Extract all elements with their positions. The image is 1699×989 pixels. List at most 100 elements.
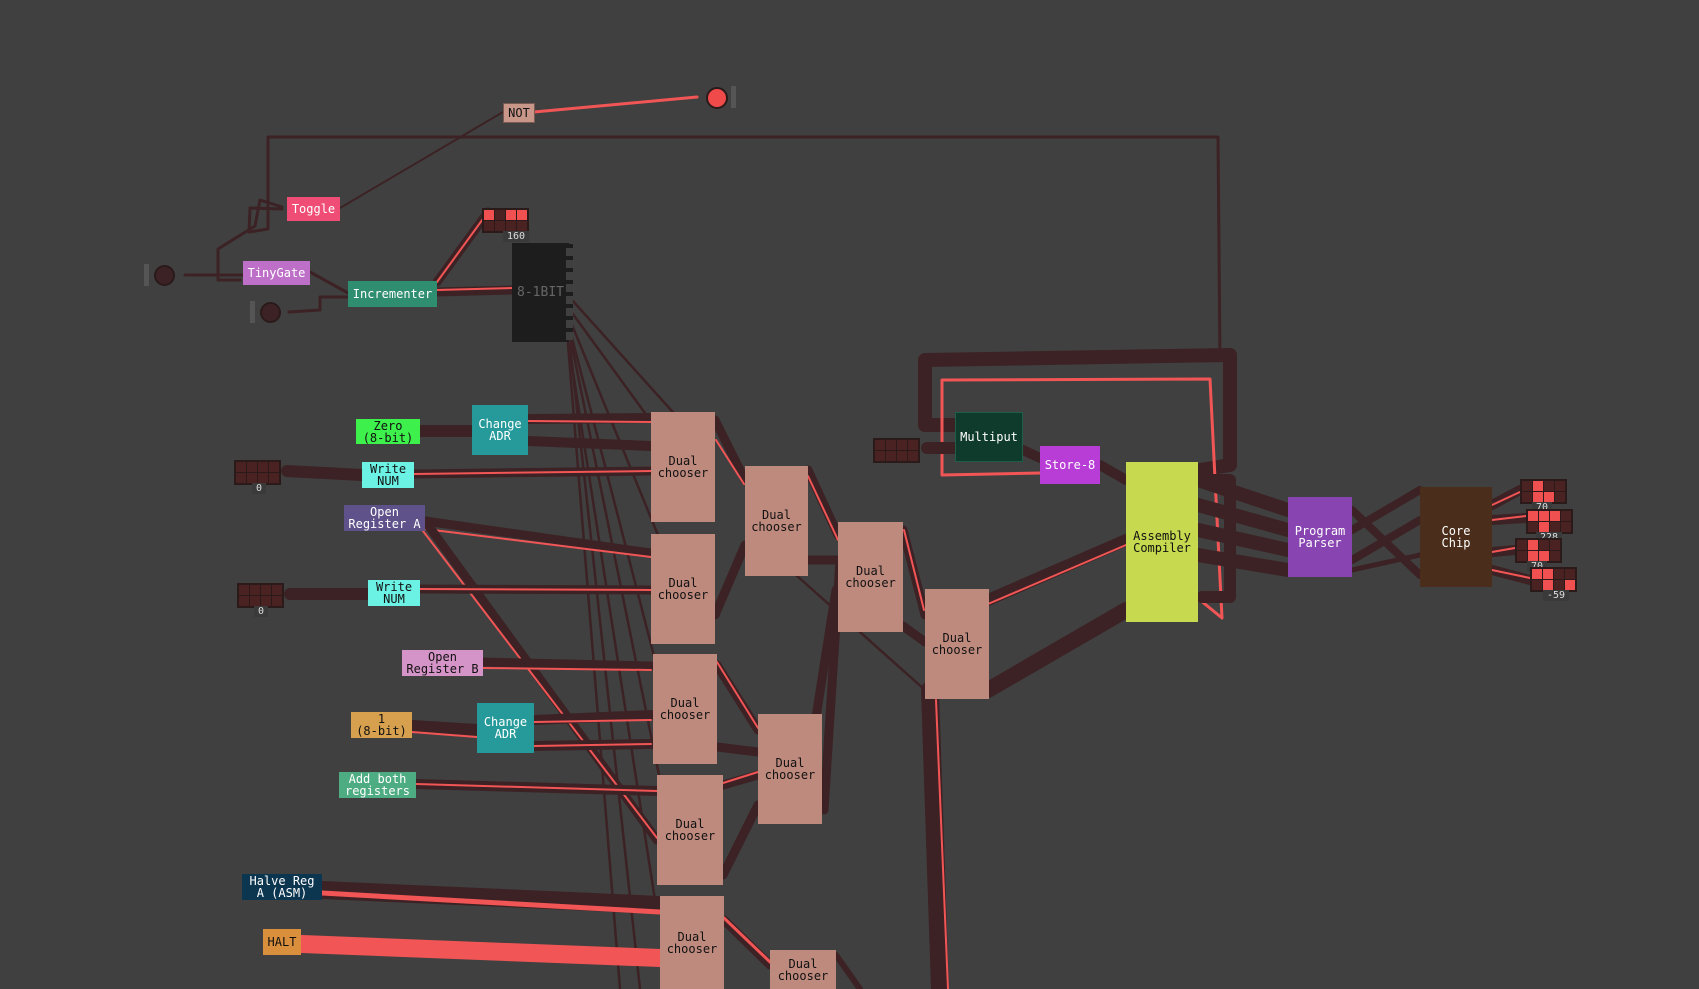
chip-incrementer[interactable]: Incrementer: [348, 281, 437, 307]
chip-multiput[interactable]: Multiput: [955, 412, 1023, 462]
wire-dc8-dc10b[interactable]: [898, 621, 930, 647]
wire-dc11-out[interactable]: [833, 952, 863, 989]
wire-changeadr2-dc3[interactable]: [529, 710, 656, 725]
wire-asm-multiput-loop-on[interactable]: [940, 377, 1224, 620]
wire-dc6-dc10[interactable]: [794, 573, 927, 692]
chip-assembly-compiler[interactable]: Assembly Compiler: [1126, 462, 1198, 622]
chip-dual-chooser-1[interactable]: Dual chooser: [651, 412, 715, 522]
wire-parser-core-2[interactable]: [1348, 486, 1424, 534]
chip-open-register-a[interactable]: Open Register A: [344, 505, 425, 531]
input-pin-incrementer[interactable]: [260, 302, 281, 323]
display-cell: [886, 440, 896, 450]
wire-8bit-fan-4[interactable]: [568, 334, 662, 782]
wire-asm-multiput-loop[interactable]: [918, 348, 1237, 477]
wire-changeadr1-dc1[interactable]: [523, 413, 656, 424]
wire-store-asm[interactable]: [1095, 460, 1131, 485]
display-cell: [1539, 522, 1549, 532]
chip-change-adr-2[interactable]: Change ADR: [477, 703, 534, 753]
chip-toggle[interactable]: Toggle: [287, 197, 340, 221]
wire-toggle-tiny[interactable]: [216, 198, 284, 282]
wire-regb-dc3[interactable]: [478, 657, 656, 671]
wire-not-out[interactable]: [532, 95, 699, 114]
wire-halve-dc5[interactable]: [313, 881, 669, 914]
wire-dc10-asm-b[interactable]: [980, 602, 1134, 698]
wire-rega-dc2[interactable]: [420, 516, 656, 558]
wire-incin[interactable]: [287, 295, 350, 314]
wire-dc10-asm[interactable]: [982, 534, 1132, 606]
chip-dual-chooser-7[interactable]: Dual chooser: [838, 522, 903, 632]
display-cell: [1554, 580, 1564, 590]
chip-core-chip[interactable]: Core Chip: [1420, 487, 1492, 587]
display-write-num-1[interactable]: [234, 460, 281, 485]
wire-dc9-dc8b[interactable]: [809, 585, 841, 735]
wire-asm-parser-3[interactable]: [1191, 523, 1295, 557]
wire-dc5-dc11[interactable]: [719, 915, 775, 970]
display-cell: [1528, 540, 1538, 550]
chip-add-both-registers[interactable]: Add both registers: [339, 772, 416, 798]
wire-dc6-dc8[interactable]: [803, 465, 843, 540]
display-cell: [908, 451, 918, 461]
display-cell: [1539, 540, 1549, 550]
chip-one-8bit[interactable]: 1 (8-bit): [351, 712, 412, 738]
wire-changeadr1-dc1b[interactable]: [523, 436, 656, 451]
wire-8bit-fan-3[interactable]: [568, 328, 657, 662]
wire-one-changeadr2[interactable]: [406, 720, 483, 736]
wire-loop-top[interactable]: [247, 135, 1222, 362]
display-cell: [517, 210, 527, 220]
display-cell: [250, 596, 260, 606]
wire-dc2-dc6[interactable]: [710, 540, 750, 620]
chip-dual-chooser-6[interactable]: Dual chooser: [745, 466, 808, 576]
chip-dual-chooser-3[interactable]: Dual chooser: [653, 654, 717, 764]
input-pin-tinygate[interactable]: [154, 265, 175, 286]
chip-dual-chooser-4[interactable]: Dual chooser: [657, 775, 723, 885]
display-cell: [875, 451, 885, 461]
chip-store-8[interactable]: Store-8: [1040, 446, 1100, 484]
display-cell: [1550, 540, 1560, 550]
display-cell: [1565, 580, 1575, 590]
chip-dual-chooser-9[interactable]: Dual chooser: [925, 589, 989, 699]
display-cell: [897, 440, 907, 450]
wire-parser-core-4[interactable]: [1349, 552, 1423, 573]
wire-display0-writenum[interactable]: [281, 465, 368, 481]
output-pin-not[interactable]: [706, 87, 728, 109]
display-cell: [1554, 569, 1564, 579]
chip-open-register-b[interactable]: Open Register B: [402, 650, 483, 676]
wire-dc1-dc6[interactable]: [710, 415, 750, 485]
display-cell: [1561, 522, 1571, 532]
wire-asm-parser-1[interactable]: [1191, 473, 1295, 517]
chip-8-1bit[interactable]: 8-1BIT: [512, 243, 569, 342]
wire-asm-parser-4[interactable]: [1191, 548, 1295, 577]
wire-toggle-not[interactable]: [339, 111, 504, 209]
chip-dual-chooser-5[interactable]: Dual chooser: [660, 896, 724, 989]
wire-asm-parser-2[interactable]: [1191, 498, 1295, 537]
wire-8bit-fan-5[interactable]: [566, 338, 657, 902]
chip-change-adr-1[interactable]: Change ADR: [472, 405, 528, 455]
chip-dual-chooser-10[interactable]: Dual chooser: [770, 950, 836, 989]
chip-tinygate[interactable]: TinyGate: [243, 261, 310, 285]
wire-8bit-fan-1[interactable]: [568, 308, 652, 422]
wire-dc4-dc9b[interactable]: [718, 800, 763, 880]
wire-dc10-down[interactable]: [921, 681, 949, 989]
chip-not[interactable]: NOT: [503, 103, 535, 123]
chip-dual-chooser-8[interactable]: Dual chooser: [758, 714, 822, 824]
chip-zero-8bit[interactable]: Zero (8-bit): [356, 419, 420, 444]
wire-inc-8bit[interactable]: [432, 285, 517, 297]
wire-dc4-dc9[interactable]: [718, 770, 763, 790]
chip-program-parser[interactable]: Program Parser: [1288, 497, 1352, 577]
wire-multiput-store[interactable]: [1018, 445, 1045, 463]
display-write-num-2[interactable]: [237, 583, 284, 608]
wire-tiny-inc[interactable]: [308, 270, 350, 295]
wire-halt-dc5[interactable]: [293, 935, 669, 967]
chip-halve-reg-a[interactable]: Halve Reg A (ASM): [242, 874, 322, 900]
chip-halt[interactable]: HALT: [263, 929, 301, 955]
chip-dual-chooser-2[interactable]: Dual chooser: [651, 534, 715, 644]
chip-write-num-1[interactable]: Write NUM: [362, 462, 414, 488]
display-cell: [250, 585, 260, 595]
chip-write-num-2[interactable]: Write NUM: [368, 580, 420, 606]
wire-8bit-fan-8[interactable]: [570, 298, 682, 422]
wire-dc3-dc9[interactable]: [712, 660, 763, 735]
display-multiput-input[interactable]: [873, 438, 920, 463]
wire-dc3-dc9b[interactable]: [712, 742, 763, 757]
wire-parser-core-3[interactable]: [1348, 516, 1424, 564]
wire-8bit-fan-2[interactable]: [568, 318, 662, 542]
